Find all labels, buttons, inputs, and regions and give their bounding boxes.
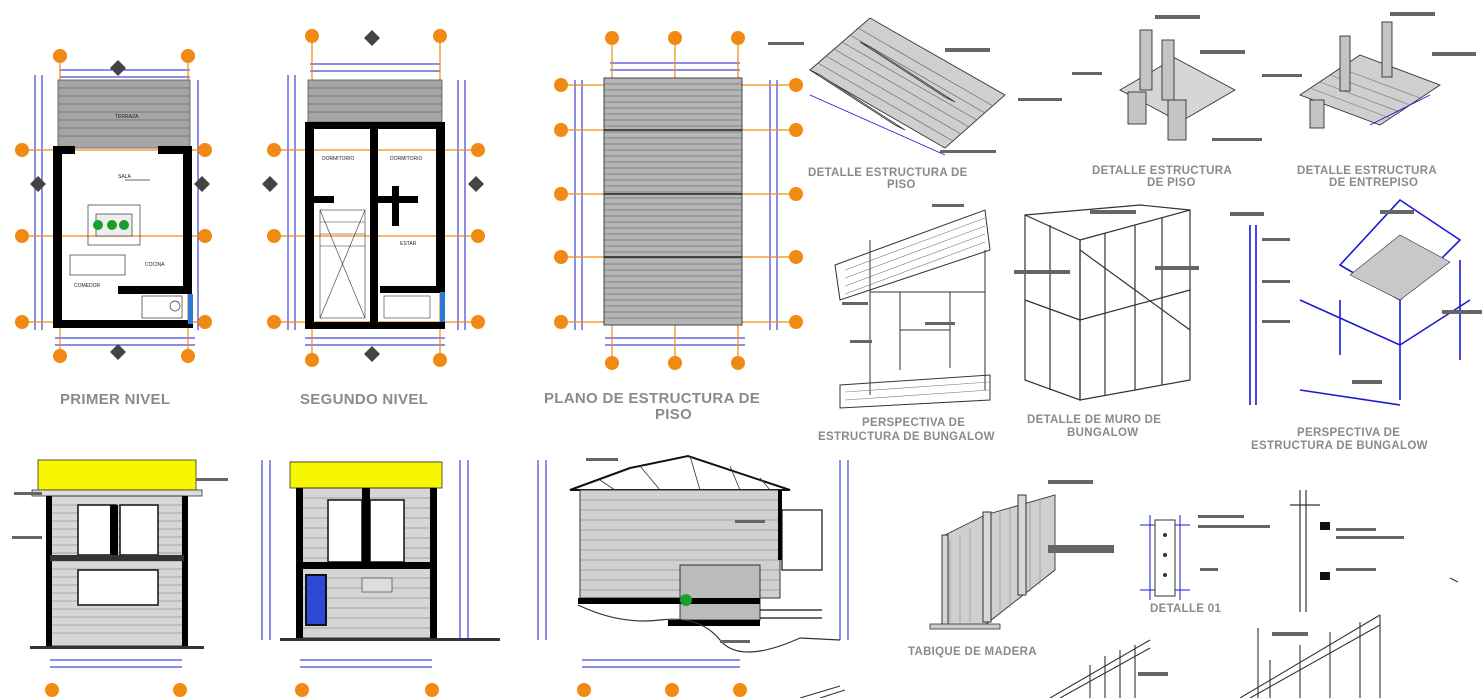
- title-detalle-piso-2-line1: DETALLE ESTRUCTURA: [1092, 165, 1232, 177]
- corte-seccion: [537, 454, 849, 697]
- title-plano-estructura-line1: PLANO DE ESTRUCTURA DE: [544, 390, 760, 407]
- detalle-estructura-piso-2: DETALLE ESTRUCTURA DE PISO: [1072, 15, 1262, 189]
- room-label-terraza: TERRAZA: [115, 114, 139, 120]
- title-detalle-entrepiso-line2: DE ENTREPISO: [1329, 177, 1418, 189]
- title-detalle-piso-1-line1: DETALLE ESTRUCTURA DE: [808, 167, 968, 179]
- title-detalle-piso-2-line2: DE PISO: [1147, 177, 1196, 189]
- title-detalle-muro-line1: DETALLE DE MURO DE: [1027, 414, 1161, 426]
- title-segundo-nivel: SEGUNDO NIVEL: [300, 391, 428, 408]
- detalle-muro-bungalow: DETALLE DE MURO DE BUNGALOW: [1014, 204, 1199, 439]
- elevacion-frontal: [12, 459, 228, 697]
- title-detalle-entrepiso-line1: DETALLE ESTRUCTURA: [1297, 165, 1437, 177]
- perspectiva-bungalow-2: PERSPECTIVA DE ESTRUCTURA DE BUNGALOW: [1230, 198, 1482, 452]
- room-label-dormitorio-2: DORMITORIO: [390, 156, 423, 162]
- room-label-sala: SALA: [118, 174, 131, 180]
- detalle-01: DETALLE 01: [1140, 490, 1404, 615]
- room-label-estar: ESTAR: [400, 241, 417, 247]
- detalle-estructura-entrepiso: DETALLE ESTRUCTURA DE ENTREPISO: [1262, 12, 1476, 189]
- title-plano-estructura-line2: PISO: [655, 406, 692, 423]
- title-primer-nivel: PRIMER NIVEL: [60, 391, 170, 408]
- room-label-cocina: COCINA: [145, 262, 165, 268]
- detalle-estructura-piso-1: DETALLE ESTRUCTURA DE PISO: [768, 17, 1062, 191]
- detalle-baranda-parcial: [799, 614, 1381, 698]
- tabique-de-madera: TABIQUE DE MADERA: [908, 480, 1114, 658]
- perspectiva-bungalow-1: PERSPECTIVA DE ESTRUCTURA DE BUNGALOW: [818, 204, 995, 443]
- title-tabique: TABIQUE DE MADERA: [908, 646, 1037, 658]
- room-label-dormitorio-1: DORMITORIO: [322, 156, 355, 162]
- title-detalle-piso-1-line2: PISO: [887, 179, 916, 191]
- elevacion-lateral: [261, 460, 500, 697]
- title-detalle-01: DETALLE 01: [1150, 603, 1221, 615]
- title-persp-bungalow-2-line2: ESTRUCTURA DE BUNGALOW: [1251, 440, 1428, 452]
- title-persp-bungalow-2-line1: PERSPECTIVA DE: [1297, 427, 1400, 439]
- plano-estructura-piso: PLANO DE ESTRUCTURA DE PISO: [544, 31, 803, 423]
- title-detalle-muro-line2: BUNGALOW: [1067, 427, 1138, 439]
- primer-nivel-plan: TERRAZA SALA COCINA COMEDOR PRIMER NIVEL: [15, 49, 212, 408]
- room-label-comedor: COMEDOR: [74, 283, 101, 289]
- title-persp-bungalow-1-line2: ESTRUCTURA DE BUNGALOW: [818, 431, 995, 443]
- title-persp-bungalow-1-line1: PERSPECTIVA DE: [862, 417, 965, 429]
- segundo-nivel-plan: DORMITORIO DORMITORIO ESTAR SEGUNDO NIVE…: [262, 29, 485, 408]
